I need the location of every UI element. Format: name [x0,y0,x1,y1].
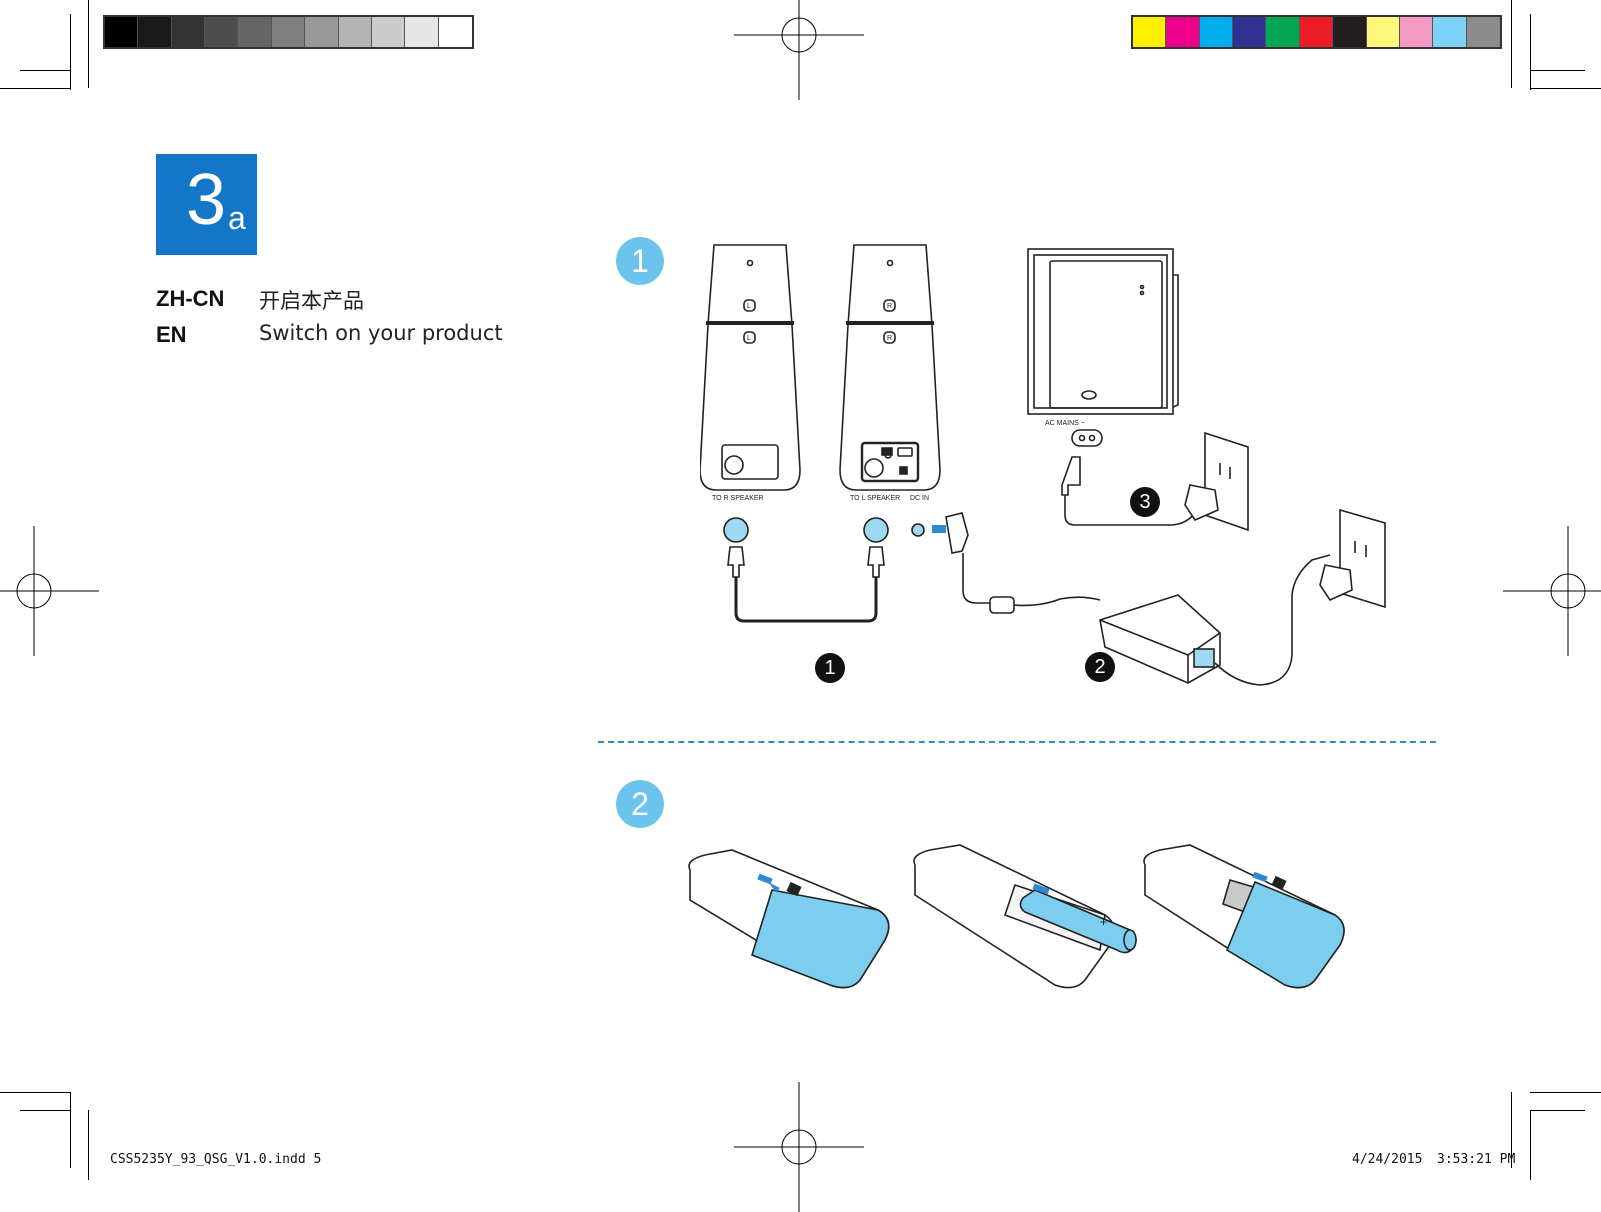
right-speaker-mark: R [887,303,892,310]
lang-code-zh: ZH-CN [156,286,225,311]
process-swatch [1433,17,1467,47]
registration-mark-bottom [734,1082,864,1212]
right-speaker [839,244,941,491]
remote-step-close-cover [1143,844,1345,989]
footer-date: 4/24/2015 [1352,1152,1423,1167]
section-number-2: 2 [616,780,664,828]
remote-battery-steps: + [688,844,1345,989]
left-speaker-mark: L [747,303,751,310]
battery-plus-mark: + [1100,915,1107,929]
process-swatch [1333,17,1367,47]
process-swatch [1466,17,1500,47]
registration-mark-left [0,526,99,656]
step-suffix: a [228,200,246,236]
process-swatch [1133,17,1167,47]
footer-file-name: CSS5235Y_93_QSG_V1.0.indd 5 [110,1152,322,1167]
gray-swatch [438,17,472,47]
callout-1: 1 [815,653,845,683]
connection-diagram: TO R SPEAKER TO L SPEAKER DC IN AC MAINS… [700,244,1386,686]
gray-swatch [338,17,372,47]
lang-title-zh: 开启本产品 [259,289,364,313]
process-swatch [1233,17,1267,47]
registration-mark-right [1503,526,1601,656]
grayscale-color-bar [103,15,474,49]
process-swatch [1399,17,1434,47]
ac-mains-cord [1061,456,1201,526]
callout-2: 2 [1085,652,1115,682]
right-speaker-mark-lower: R [887,335,892,342]
step-badge: 3 a [156,154,257,255]
section-divider [598,741,1436,743]
process-swatch [1266,17,1300,47]
left-speaker [700,244,801,491]
process-swatch [1299,17,1334,47]
section-number-1: 1 [616,237,664,285]
label-to-l-speaker: TO L SPEAKER [850,495,900,502]
registration-mark-top [734,0,864,100]
label-to-r-speaker: TO R SPEAKER [712,495,764,502]
left-speaker-mark-lower: L [747,335,751,342]
speaker-cable [723,517,889,623]
label-ac-mains: AC MAINS ~ [1045,420,1085,427]
gray-swatch [105,17,139,47]
power-adapter [911,512,1331,686]
process-swatch [1199,17,1234,47]
gray-swatch [205,17,239,47]
lang-title-en: Switch on your product [259,321,503,345]
remote-step-insert-battery: + [913,844,1137,989]
gray-swatch [405,17,439,47]
gray-swatch [171,17,206,47]
footer-time: 3:53:21 PM [1437,1152,1516,1167]
lang-code-en: EN [156,322,187,347]
gray-swatch [138,17,172,47]
wall-outlets [1184,431,1386,609]
gray-swatch [271,17,306,47]
process-color-bar [1131,15,1502,49]
gray-swatch [305,17,339,47]
callout-3: 3 [1130,487,1160,517]
process-swatch [1366,17,1400,47]
remote-step-open-cover [688,849,890,989]
step-number: 3 [186,160,227,240]
label-dc-in: DC IN [910,495,929,502]
process-swatch [1166,17,1200,47]
gray-swatch [371,17,406,47]
subwoofer [1027,248,1179,447]
gray-swatch [238,17,272,47]
